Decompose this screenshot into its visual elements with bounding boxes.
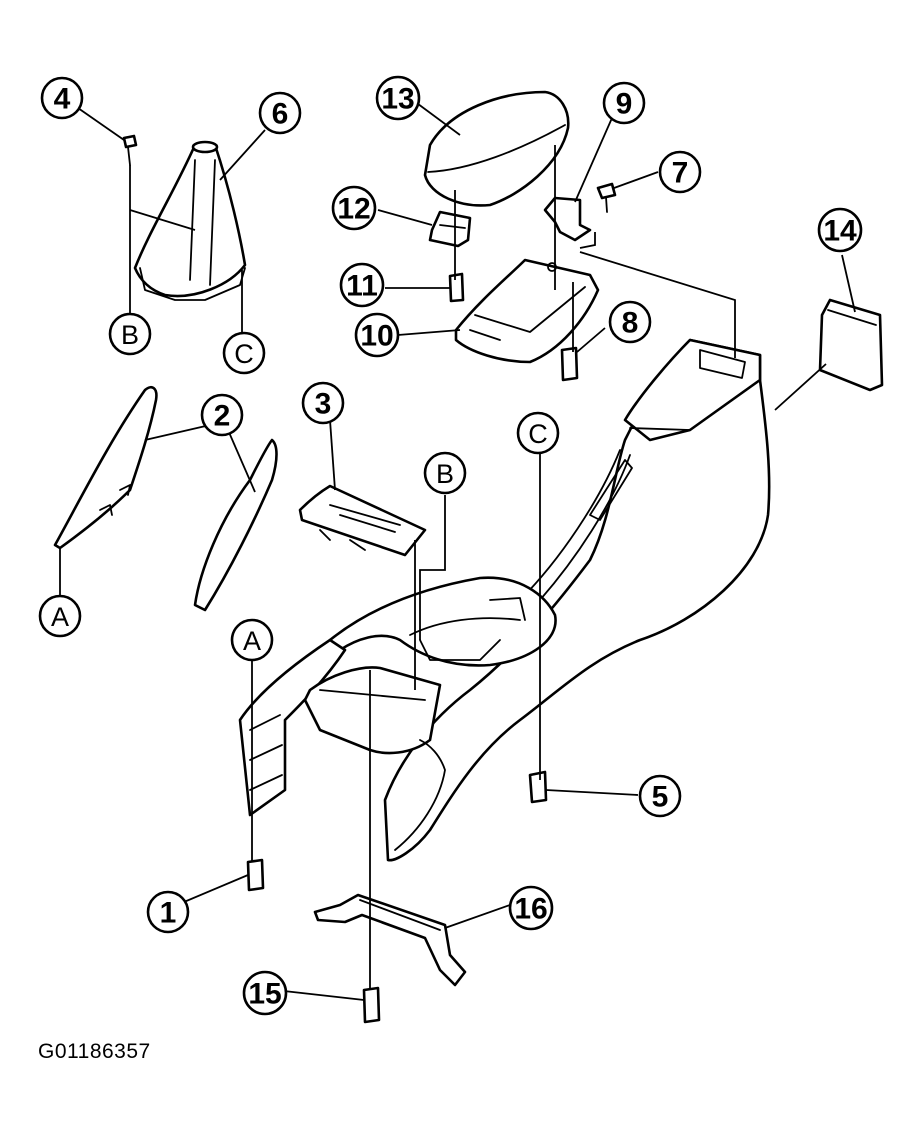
callout-8-label: 8: [622, 307, 639, 340]
callout-12-label: 12: [337, 193, 370, 226]
callout-9-label: 9: [616, 88, 633, 121]
figure-id: G01186357: [38, 1040, 151, 1063]
screw-15: [362, 986, 381, 1024]
screw-8: [560, 346, 579, 382]
callout-14-label: 14: [823, 215, 857, 248]
ref-marker-c-upper: C: [222, 331, 266, 375]
ref-marker-c-console-label: C: [528, 419, 548, 449]
callout-7-label: 7: [672, 157, 689, 190]
ref-marker-a-console: A: [230, 618, 274, 662]
callout-15-label: 15: [248, 978, 281, 1011]
callout-13: 13: [375, 75, 421, 121]
callout-5: 5: [638, 774, 682, 818]
bolt-4: [122, 134, 138, 166]
callout-4: 4: [40, 76, 84, 120]
callout-10-label: 10: [360, 320, 393, 353]
armrest-lid: [423, 90, 570, 207]
callout-2-label: 2: [214, 400, 231, 433]
callout-6-label: 6: [272, 98, 289, 131]
ref-marker-a-left: A: [38, 594, 82, 638]
callout-3: 3: [301, 381, 345, 425]
callout-4-label: 4: [54, 83, 71, 116]
callout-11-label: 11: [346, 270, 378, 303]
side-trim-left: [53, 386, 158, 550]
armrest-base-10: [454, 258, 600, 364]
console-panel-3: [298, 484, 427, 557]
ref-marker-a-console-label: A: [243, 626, 261, 656]
ref-marker-c-upper-label: C: [234, 339, 254, 369]
leader-lines: [59, 97, 856, 1001]
bracket-9: [543, 196, 592, 242]
callout-14: 14: [817, 207, 863, 253]
rear-cover-14: [818, 298, 884, 392]
screw-5: [528, 770, 548, 804]
callout-15: 15: [242, 970, 288, 1016]
hinge-bracket-12: [428, 210, 472, 248]
ref-marker-b-console-label: B: [436, 459, 454, 489]
screw-7: [596, 182, 617, 213]
callout-12: 12: [331, 185, 377, 231]
callout-16-label: 16: [514, 893, 547, 926]
screw-11: [448, 272, 465, 303]
callout-9: 9: [602, 81, 646, 125]
callout-1-label: 1: [160, 897, 177, 930]
ref-marker-b-upper: B: [108, 312, 152, 356]
ref-marker-a-left-label: A: [51, 602, 69, 632]
ref-marker-b-upper-label: B: [121, 320, 139, 350]
shift-boot: [133, 140, 247, 301]
screw-1: [246, 858, 265, 892]
callout-7: 7: [658, 150, 702, 194]
mounting-bracket-16: [313, 893, 467, 987]
callout-8: 8: [608, 300, 652, 344]
ref-marker-b-console: B: [423, 451, 467, 495]
callout-16: 16: [508, 885, 554, 931]
side-trim-right: [193, 438, 278, 612]
callout-10: 10: [354, 312, 400, 358]
callout-6: 6: [258, 91, 302, 135]
callout-11: 11: [339, 262, 385, 308]
callout-2: 2: [200, 393, 244, 437]
ref-marker-c-console: C: [516, 411, 560, 455]
callout-13-label: 13: [381, 83, 414, 116]
callout-5-label: 5: [652, 781, 669, 814]
callout-3-label: 3: [315, 388, 332, 421]
callout-1: 1: [146, 890, 190, 934]
